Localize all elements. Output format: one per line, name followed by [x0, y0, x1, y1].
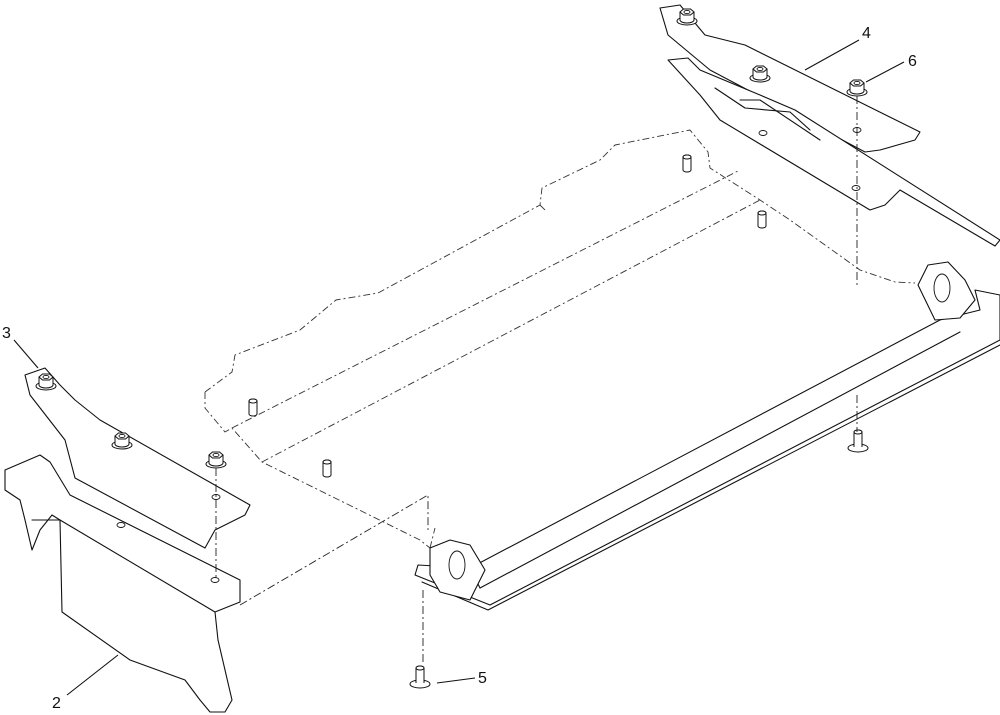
- right-bracket-assembly: [659, 4, 1000, 247]
- alignment-center-lines: [215, 96, 858, 665]
- svg-text:6: 6: [908, 53, 917, 70]
- callout-item-5: 5: [436, 670, 487, 687]
- left-deflector-plate: [4, 454, 241, 713]
- frame-studs: [248, 154, 767, 478]
- callout-item-6: 6: [865, 53, 917, 83]
- callout-item-3: 3: [2, 325, 39, 369]
- callout-item-4: 4: [804, 25, 871, 71]
- mounting-frame-phantom: [204, 129, 916, 549]
- skid-plate: [414, 261, 1000, 611]
- svg-text:4: 4: [862, 25, 871, 42]
- svg-text:5: 5: [478, 670, 487, 687]
- svg-text:2: 2: [52, 695, 61, 712]
- callout-item-2: 2: [52, 654, 119, 712]
- svg-text:3: 3: [2, 325, 11, 342]
